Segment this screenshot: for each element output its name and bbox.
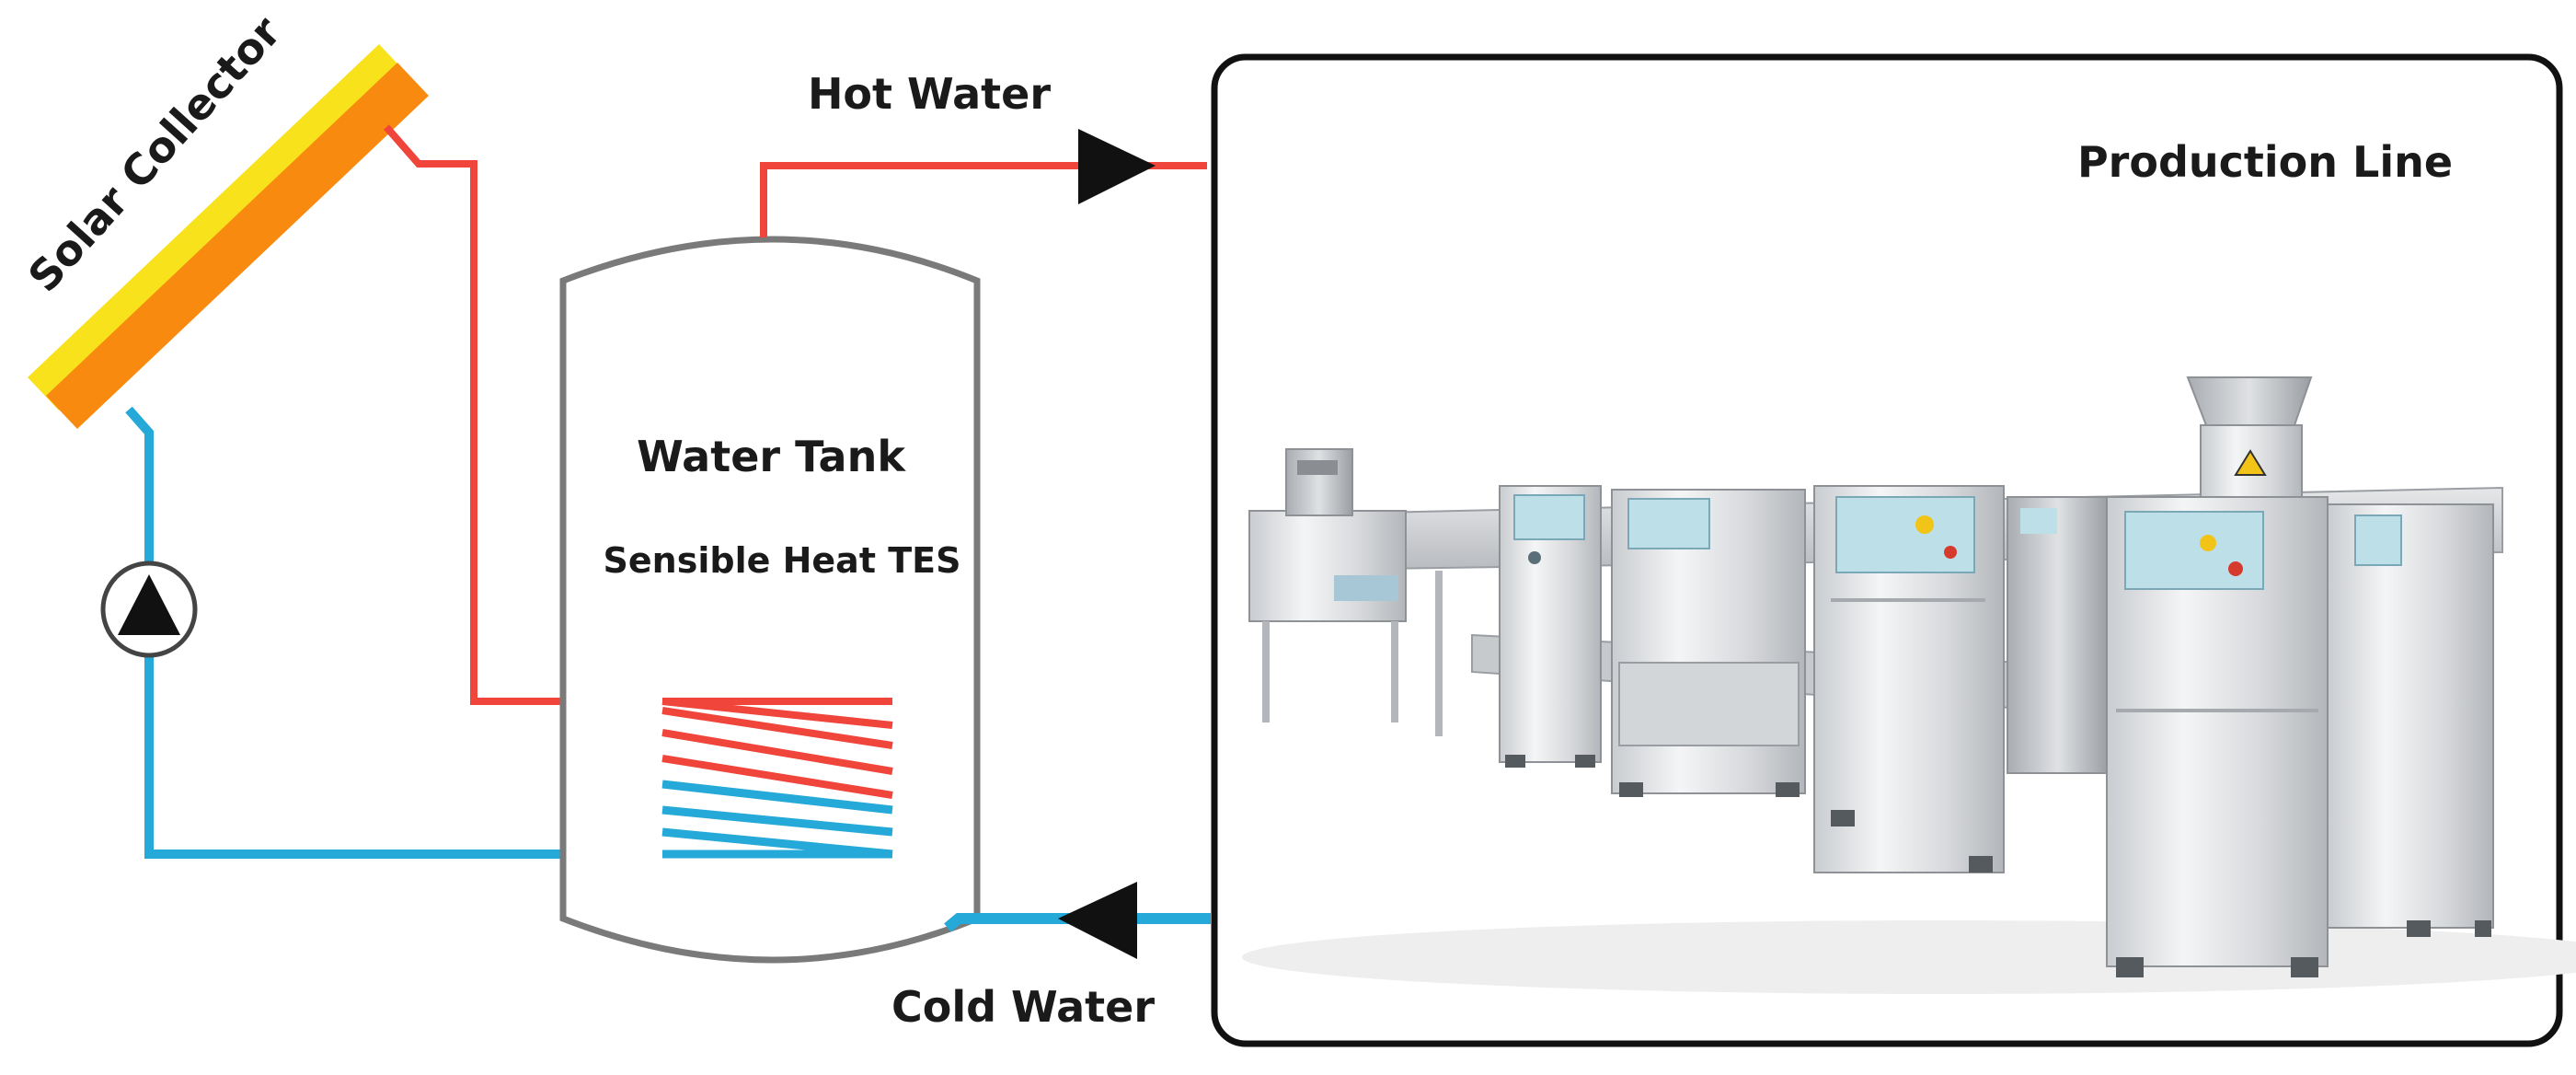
water-tank-label: Water Tank (637, 432, 906, 481)
production-line-machinery (1242, 376, 2576, 994)
circulation-pump (100, 561, 198, 658)
hot-water-arrow-icon (1078, 129, 1156, 204)
solar-collector-panel (28, 44, 429, 429)
hot-water-label: Hot Water (808, 69, 1051, 119)
heat-exchanger-coil (661, 698, 893, 859)
cold-water-arrow-icon (1058, 882, 1137, 959)
collector-hot-pipe (383, 124, 662, 705)
production-line-label: Production Line (2077, 137, 2453, 187)
cold-water-label: Cold Water (891, 982, 1155, 1032)
hot-water-pipe (760, 162, 1207, 237)
tes-label: Sensible Heat TES (604, 540, 961, 581)
warning-sign-icon (2234, 449, 2267, 476)
pump-arrow-icon (118, 574, 180, 635)
